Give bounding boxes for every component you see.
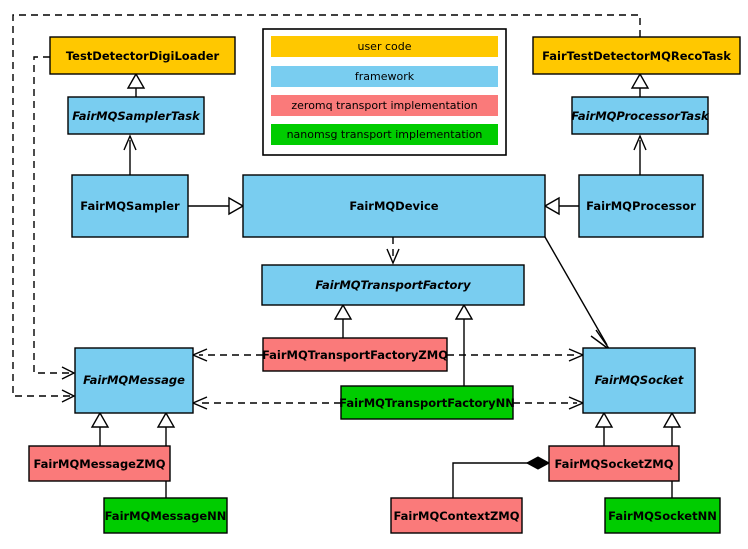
node-box	[582, 347, 696, 414]
node-label: FairMQDevice	[349, 199, 438, 213]
node-box	[71, 174, 189, 238]
node-box	[262, 337, 448, 372]
node-fairmqtransportfactory[interactable]: FairMQTransportFactory	[261, 264, 525, 306]
node-label: FairMQProcessorTask	[571, 109, 710, 123]
node-label: FairMQTransportFactoryZMQ	[262, 348, 448, 362]
legend-item-user-code: user code	[271, 36, 498, 57]
node-label: FairMQSamplerTask	[72, 109, 201, 123]
edge-processortask-generalization	[630, 72, 650, 97]
node-label: FairTestDetectorMQRecoTask	[542, 49, 731, 63]
node-box	[340, 385, 514, 420]
node-testdetectordigiloader[interactable]: TestDetectorDigiLoader	[49, 36, 236, 75]
node-fairmqmessagenn[interactable]: FairMQMessageNN	[103, 497, 228, 534]
node-box	[74, 347, 194, 414]
legend-label: framework	[355, 70, 415, 83]
legend-swatch	[271, 36, 498, 57]
node-fairmqdevice[interactable]: FairMQDevice	[242, 174, 546, 238]
node-box	[548, 445, 680, 482]
legend-label: user code	[357, 40, 411, 53]
node-fairmqprocessor[interactable]: FairMQProcessor	[578, 174, 704, 238]
node-label: FairMQMessageNN	[105, 509, 227, 523]
edge-factoryzmq-generalization	[333, 303, 353, 338]
node-label: FairMQSocketNN	[608, 509, 717, 523]
node-fairtestdetectormqrecotask[interactable]: FairTestDetectorMQRecoTask	[532, 36, 741, 75]
node-fairmqcontextzmq[interactable]: FairMQContextZMQ	[390, 497, 523, 534]
node-label: FairMQMessage	[83, 373, 185, 387]
node-fairmqprocessortask[interactable]: FairMQProcessorTask	[571, 96, 710, 135]
node-label: FairMQContextZMQ	[393, 509, 519, 523]
node-box	[28, 445, 171, 482]
node-label: TestDetectorDigiLoader	[66, 49, 220, 63]
edge-messagezmq-generalization	[90, 411, 110, 446]
edge-processor-to-processortask	[633, 134, 647, 175]
legend-item-zeromq: zeromq transport implementation	[271, 95, 498, 116]
edge-digiloader-to-message	[33, 56, 76, 380]
node-box	[103, 497, 228, 534]
node-box	[67, 96, 205, 135]
edge-sampler-to-samplertask	[123, 134, 137, 175]
edge-factoryzmq-to-message	[191, 348, 263, 362]
node-box	[261, 264, 525, 306]
node-box	[390, 497, 523, 534]
legend-item-nanomsg: nanomsg transport implementation	[271, 124, 498, 145]
node-fairmqsamplertask[interactable]: FairMQSamplerTask	[67, 96, 205, 135]
node-label: FairMQSocket	[595, 373, 684, 387]
node-box	[242, 174, 546, 238]
edge-factoryzmq-to-socket	[447, 348, 585, 362]
node-box	[578, 174, 704, 238]
node-fairmqsocket[interactable]: FairMQSocket	[582, 347, 696, 414]
node-label: FairMQSocketZMQ	[555, 457, 674, 471]
node-label: FairMQSampler	[80, 199, 180, 213]
node-fairmqsocketnn[interactable]: FairMQSocketNN	[604, 497, 721, 534]
node-label: FairMQProcessor	[586, 199, 696, 213]
legend-swatch	[271, 66, 498, 87]
node-fairmqtransportfactoryzmq[interactable]: FairMQTransportFactoryZMQ	[262, 337, 448, 372]
node-box	[604, 497, 721, 534]
node-label: FairMQTransportFactoryNN	[339, 396, 515, 410]
node-fairmqmessagezmq[interactable]: FairMQMessageZMQ	[28, 445, 171, 482]
node-fairmqsampler[interactable]: FairMQSampler	[71, 174, 189, 238]
edge-factorynn-to-message	[191, 396, 341, 410]
edge-recotask-to-message	[12, 14, 641, 403]
edge-device-to-transportfactory	[386, 237, 400, 265]
node-layer: TestDetectorDigiLoader FairTestDetectorM…	[28, 36, 741, 534]
edge-device-to-socket	[544, 236, 611, 351]
node-box	[532, 36, 741, 75]
legend-label: zeromq transport implementation	[291, 99, 477, 112]
edge-processor-generalization	[543, 196, 579, 216]
legend-item-framework: framework	[271, 66, 498, 87]
edge-factorynn-generalization	[454, 303, 474, 386]
node-label: FairMQMessageZMQ	[33, 457, 165, 471]
legend-swatch	[271, 124, 498, 145]
node-fairmqsocketzmq[interactable]: FairMQSocketZMQ	[548, 445, 680, 482]
legend-swatch	[271, 95, 498, 116]
node-fairmqmessage[interactable]: FairMQMessage	[74, 347, 194, 414]
legend: user code framework zeromq transport imp…	[262, 28, 507, 156]
edge-contextzmq-composition	[452, 456, 551, 498]
edge-factorynn-to-socket	[513, 396, 585, 410]
edge-sampler-generalization	[188, 196, 245, 216]
edge-samplertask-generalization	[126, 72, 146, 97]
node-box	[49, 36, 236, 75]
node-box	[571, 96, 709, 135]
edge-socketzmq-generalization	[594, 411, 614, 446]
node-label: FairMQTransportFactory	[315, 278, 471, 292]
legend-label: nanomsg transport implementation	[287, 128, 483, 141]
node-fairmqtransportfactorynn[interactable]: FairMQTransportFactoryNN	[339, 385, 515, 420]
